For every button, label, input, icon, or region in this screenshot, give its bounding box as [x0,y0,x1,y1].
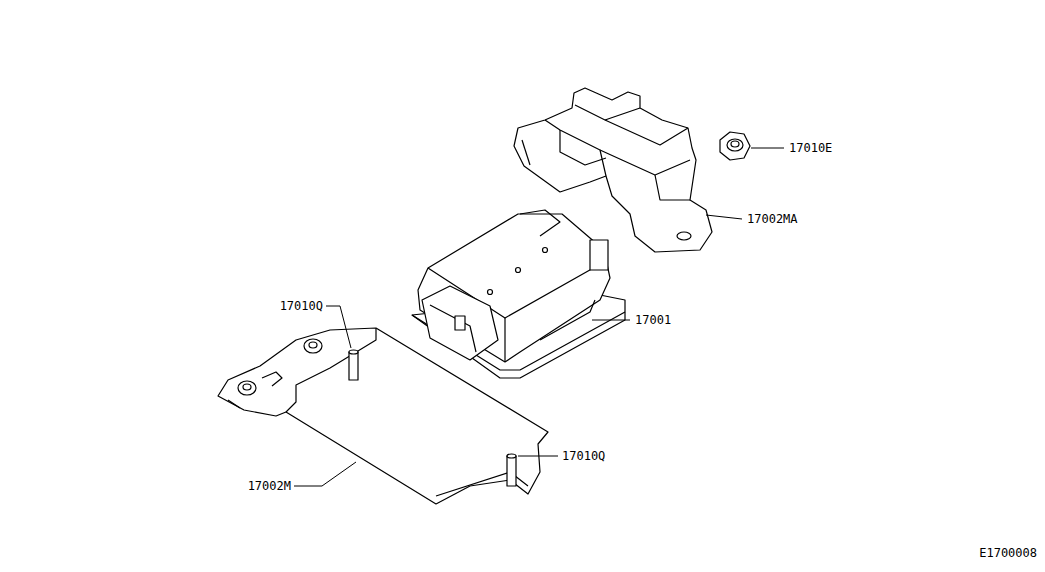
hex-nut [720,132,750,160]
stud-pin [349,350,516,486]
figure-code: E1700008 [978,546,1038,560]
callout-number: 17001 [634,313,672,327]
callout-number: 17010Q [561,449,606,463]
callout-number: 17002M [247,479,292,493]
control-unit [412,210,625,378]
callout-number: 17010Q [279,299,324,313]
callout-number: 17010E [788,141,833,155]
leader-lines [294,148,784,486]
base-plate [218,328,548,504]
callout-number: 17002MA [746,212,799,226]
